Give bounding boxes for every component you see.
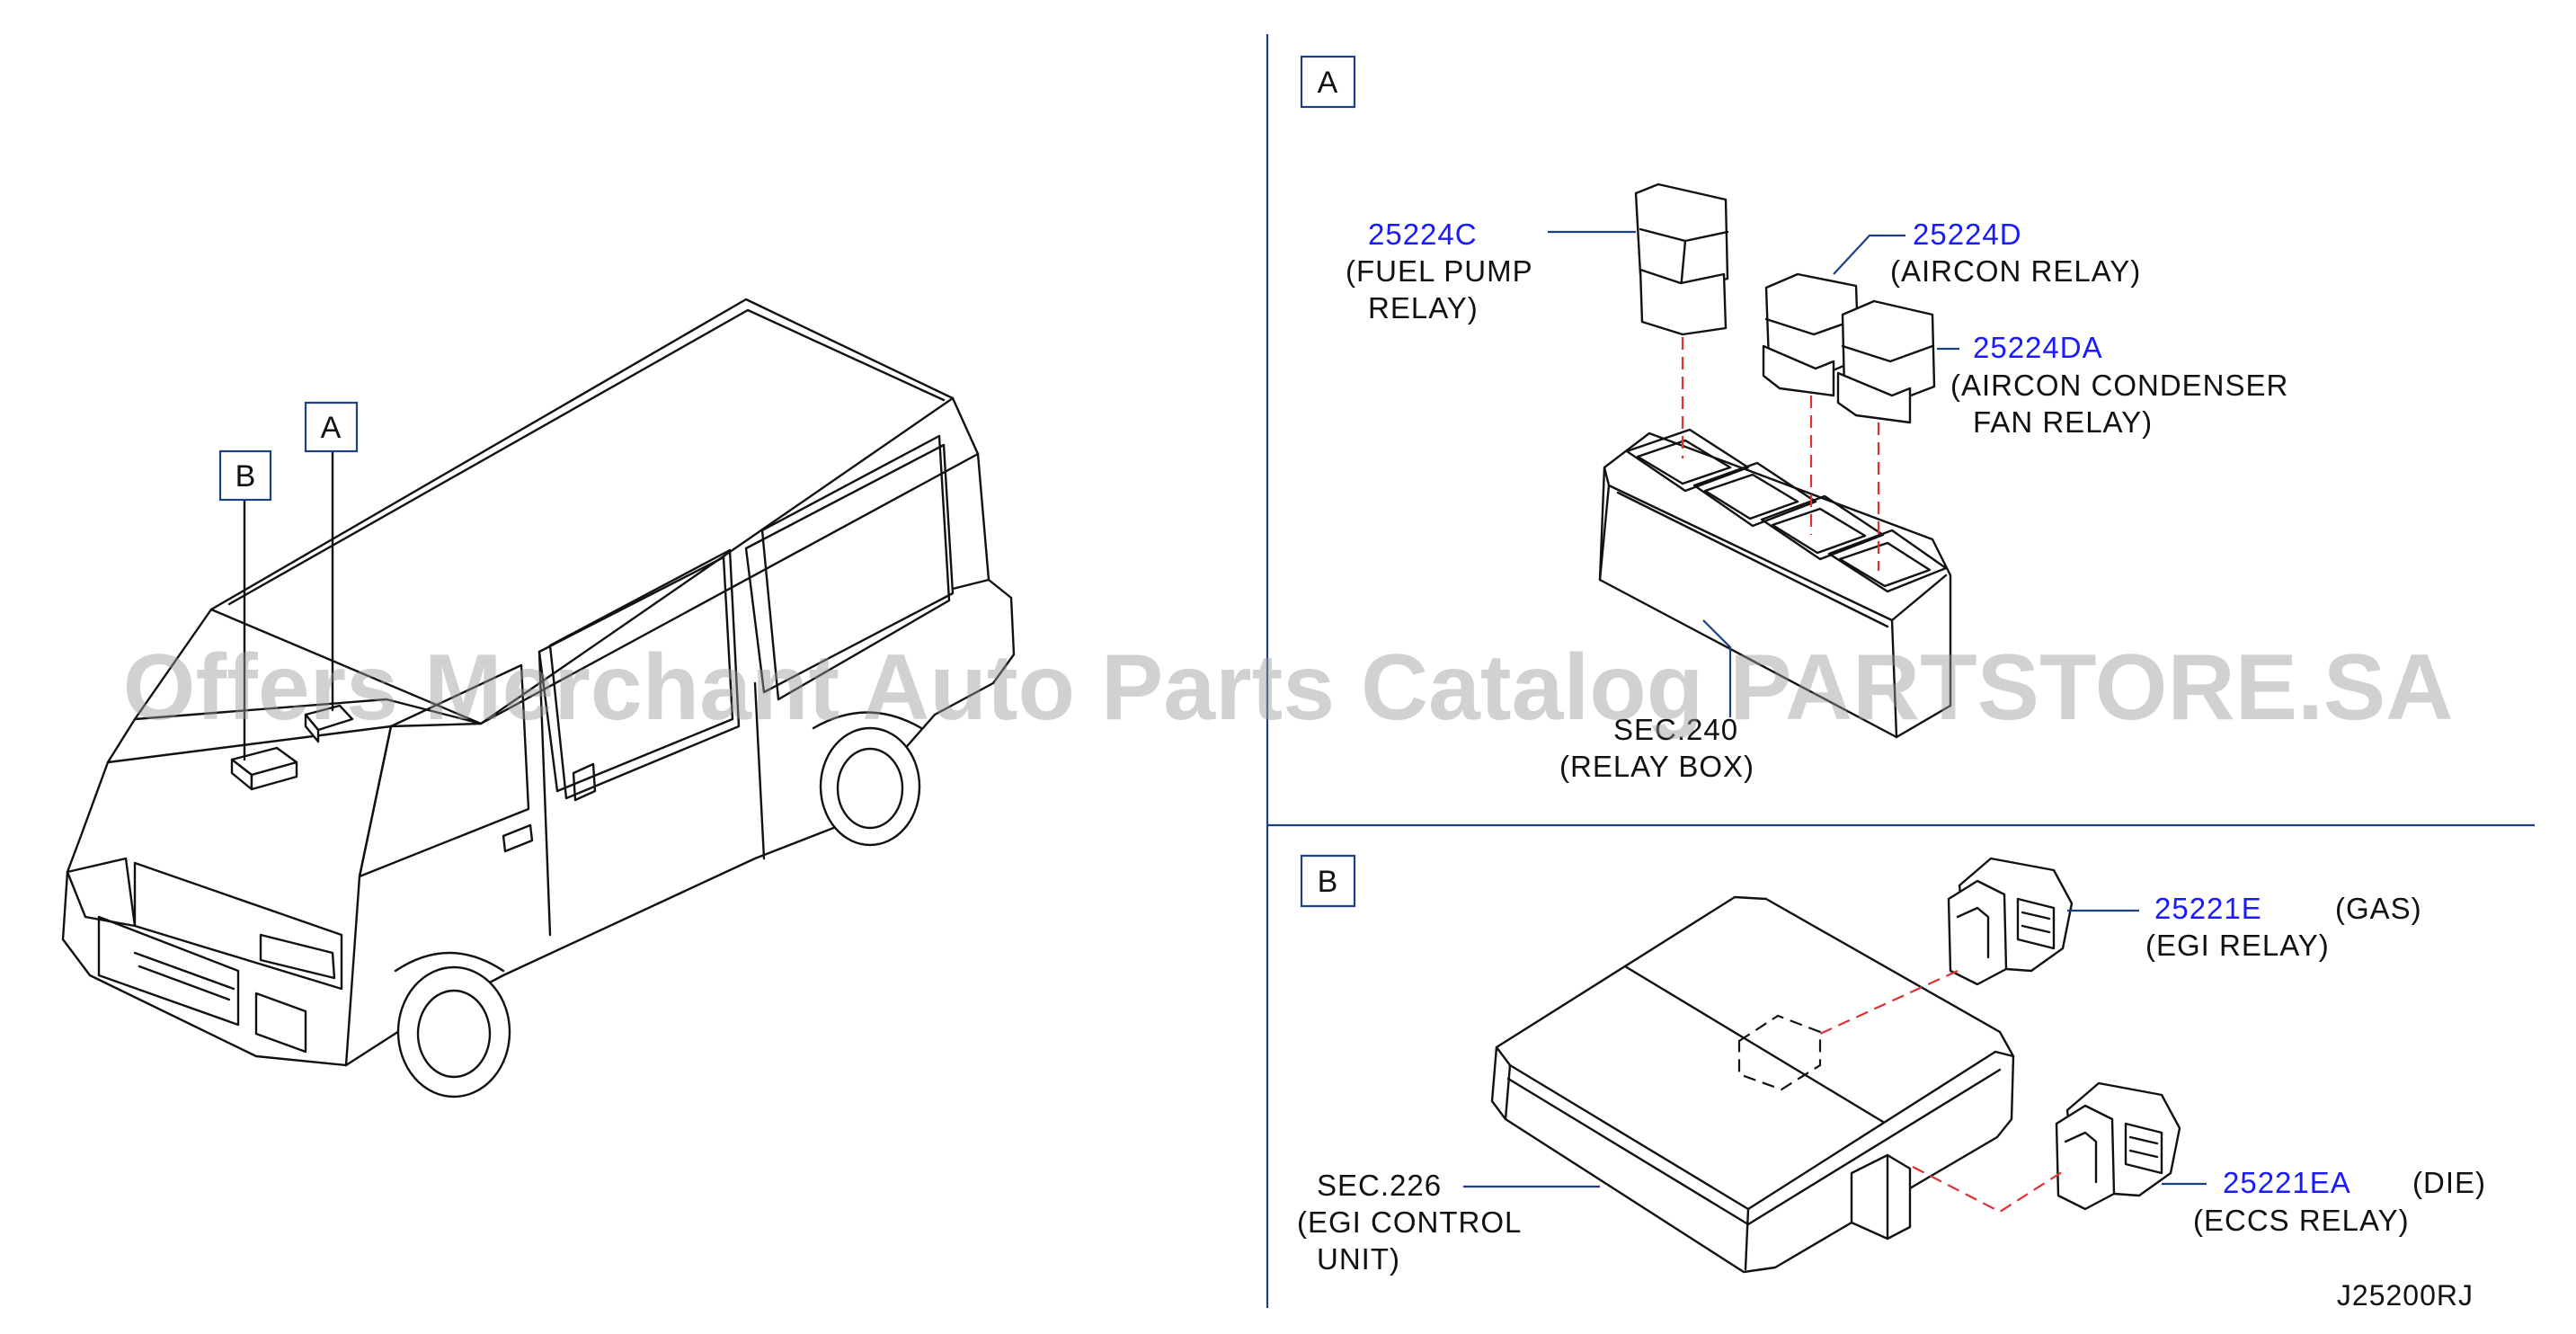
rear-wheel [819,726,921,847]
label-aircon-relay: (AIRCON RELAY) [1890,254,2141,288]
panel-a-letter: A [1318,66,1338,100]
panel-a-box [1300,55,1356,109]
part-number-25224d[interactable]: 25224D [1913,218,2022,251]
label-aircon-condenser-2: FAN RELAY) [1973,405,2153,439]
label-unit: UNIT) [1317,1242,1400,1276]
part-number-25221e[interactable]: 25221E [2154,892,2262,925]
label-sec-226[interactable]: SEC.226 [1317,1169,1442,1202]
watermark-text: Offers Merchant Auto Parts Catalog PARTS… [123,636,2454,740]
label-eccs-relay: (ECCS RELAY) [2193,1204,2410,1237]
label-aircon-condenser-1: (AIRCON CONDENSER [1950,369,2288,402]
control-unit-drawing [1463,857,2207,1274]
callout-letter-a: A [321,411,342,445]
panel-b-box [1300,854,1356,908]
label-fuel-pump-relay-2: RELAY) [1368,291,1479,325]
relay-box-drawing [1548,182,1959,739]
label-die: (DIE) [2412,1166,2486,1199]
van-illustration [61,298,1016,1098]
label-relay-box: (RELAY BOX) [1559,750,1754,783]
label-gas: (GAS) [2335,892,2422,925]
panel-b-letter: B [1318,865,1338,899]
part-number-25221ea[interactable]: 25221EA [2223,1166,2351,1199]
diagram-reference: J25200RJ [2337,1279,2474,1312]
callout-letter-b: B [235,459,256,494]
label-egi-relay: (EGI RELAY) [2145,929,2330,962]
label-sec-240[interactable]: SEC.240 [1613,713,1738,746]
part-number-25224c[interactable]: 25224C [1368,218,1478,251]
callout-box-a[interactable] [304,401,359,453]
label-fuel-pump-relay-1: (FUEL PUMP [1346,254,1533,288]
part-number-25224da[interactable]: 25224DA [1973,331,2103,364]
front-wheel [396,965,511,1098]
callout-box-b[interactable] [218,449,272,502]
label-egi-control: (EGI CONTROL [1297,1205,1522,1239]
